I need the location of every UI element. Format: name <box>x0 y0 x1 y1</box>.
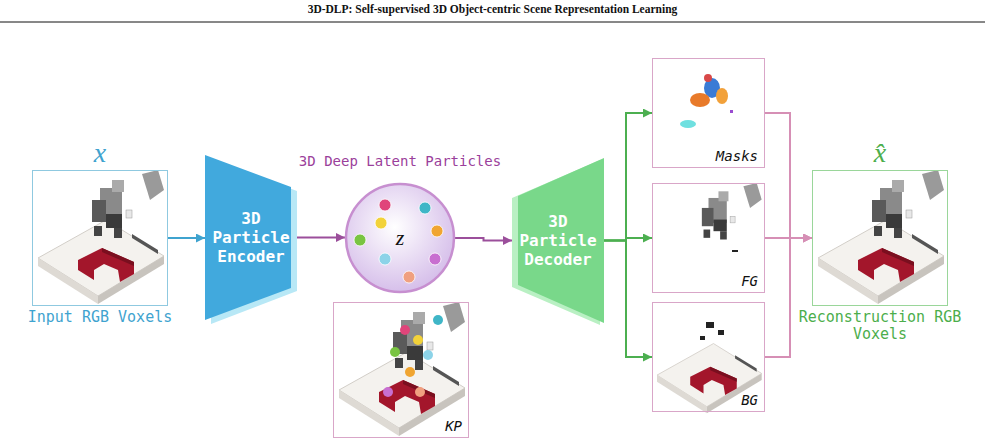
mask-blobs <box>680 74 733 128</box>
particle-ball <box>379 199 391 211</box>
flow-arrow <box>455 238 512 241</box>
particle-ball <box>419 202 431 214</box>
foreground-panel: FG <box>652 183 765 293</box>
flow-arrow <box>765 113 812 238</box>
decoder-trapezoid: 3D Particle Decoder <box>512 158 604 323</box>
keypoint-panel: KP <box>333 302 469 438</box>
reconstruction-panel: x̂Reconstruction RGB Voxels <box>812 170 948 306</box>
particle-ball <box>403 271 415 283</box>
encoder-trapezoid: 3D Particle Encoder <box>205 155 297 320</box>
header-rule <box>0 22 985 23</box>
background-scene <box>657 322 762 413</box>
flow-arrow <box>168 237 205 239</box>
page-header: 3D-DLP: Self-supervised 3D Object-centri… <box>0 3 985 15</box>
input-panel-label: x <box>0 137 227 169</box>
mask-panel: Masks <box>652 58 765 168</box>
flow-arrow <box>604 241 652 358</box>
input-scene <box>38 170 164 304</box>
trapezoid-body <box>205 155 291 320</box>
input-panel: xInput RGB Voxels <box>32 170 168 306</box>
mask-panel-label: Masks <box>716 148 758 164</box>
trapezoid-body <box>518 158 604 323</box>
latent-circle: 3D Deep Latent Particlesz <box>345 183 455 293</box>
encoder-trapezoid-label: 3D Particle Encoder <box>211 209 291 267</box>
foreground-scene <box>702 183 762 252</box>
particle-ball <box>354 234 366 246</box>
reconstruction-panel-label: Reconstruction RGB Voxels <box>773 309 985 344</box>
latent-circle-outline <box>346 184 454 292</box>
background-panel: BG <box>652 302 765 412</box>
flow-arrow <box>765 238 812 357</box>
particle-ball <box>375 217 387 229</box>
keypoint-scene <box>339 302 465 436</box>
latent-circle-label: z <box>396 225 405 251</box>
particle-ball <box>431 225 443 237</box>
reconstruction-panel-label: x̂ <box>753 137 985 169</box>
background-panel-label: BG <box>741 392 758 408</box>
particle-ball <box>429 253 441 265</box>
flow-arrow <box>297 237 345 239</box>
decoder-trapezoid-label: 3D Particle Decoder <box>518 212 598 270</box>
flow-arrow <box>604 113 652 241</box>
keypoint-panel-label: KP <box>445 418 462 434</box>
latent-circle-label: 3D Deep Latent Particles <box>285 153 515 169</box>
input-panel-label: Input RGB Voxels <box>0 309 207 326</box>
particle-ball <box>379 253 391 265</box>
reconstruction-scene <box>818 170 944 304</box>
foreground-panel-label: FG <box>741 273 758 289</box>
